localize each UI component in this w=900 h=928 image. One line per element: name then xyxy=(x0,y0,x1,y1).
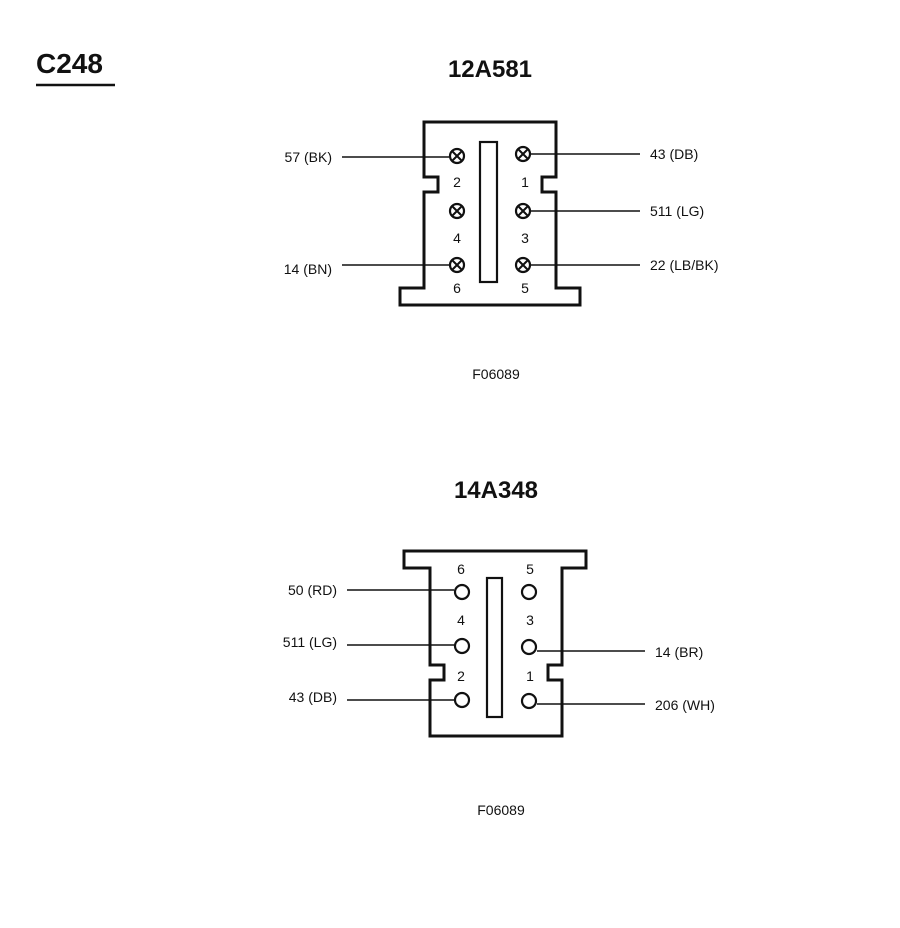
pin-number: 2 xyxy=(457,668,465,684)
polarizing-key xyxy=(485,576,504,719)
pin-number: 2 xyxy=(453,174,461,190)
pin-3: 3 xyxy=(520,612,538,656)
figure-code: F06089 xyxy=(477,802,525,818)
pin-cross xyxy=(517,205,529,217)
pin-1: 1 xyxy=(520,668,538,710)
pin-cross xyxy=(451,150,463,162)
pin-number: 3 xyxy=(526,612,534,628)
pin-2: 2 xyxy=(448,147,466,190)
connector-housing xyxy=(398,120,582,307)
pin-cross xyxy=(451,205,463,217)
pin-circle xyxy=(520,692,538,710)
pin-4: 4 xyxy=(448,202,466,246)
wire-label: 50 (RD) xyxy=(288,582,337,598)
pin-4: 4 xyxy=(453,612,471,655)
pin-2: 2 xyxy=(453,668,471,709)
wire-label: 14 (BR) xyxy=(655,644,703,660)
wire-label: 57 (BK) xyxy=(285,149,332,165)
pin-circle xyxy=(453,583,471,601)
pin-cross xyxy=(451,259,463,271)
pin-6: 6 xyxy=(453,561,471,601)
connector-14A348: 14A348 6 5 4 3 2 1 5 xyxy=(283,477,715,818)
pin-circle xyxy=(453,637,471,655)
pin-number: 5 xyxy=(526,561,534,577)
pin-5: 5 xyxy=(520,561,538,601)
connector-id: C248 xyxy=(36,48,103,79)
pin-cross xyxy=(517,259,529,271)
pin-number: 6 xyxy=(457,561,465,577)
pin-number: 1 xyxy=(521,174,529,190)
wire-label: 206 (WH) xyxy=(655,697,715,713)
pin-number: 1 xyxy=(526,668,534,684)
pin-circle xyxy=(453,691,471,709)
pin-5: 5 xyxy=(514,256,532,296)
wire-label: 511 (LG) xyxy=(283,634,337,650)
pin-3: 3 xyxy=(514,202,532,246)
polarizing-key xyxy=(478,140,499,284)
wire-label: 511 (LG) xyxy=(650,203,704,219)
pin-circle xyxy=(520,583,538,601)
pin-6: 6 xyxy=(448,256,466,296)
pin-number: 4 xyxy=(457,612,465,628)
connector-12A581: 12A581 2 1 4 3 xyxy=(284,56,719,382)
pin-circle xyxy=(520,638,538,656)
wire-label: 14 (BN) xyxy=(284,261,332,277)
figure-code: F06089 xyxy=(472,366,520,382)
part-number: 14A348 xyxy=(454,477,538,504)
pin-number: 4 xyxy=(453,230,461,246)
pin-number: 5 xyxy=(521,280,529,296)
wire-label: 43 (DB) xyxy=(650,146,698,162)
connector-housing xyxy=(402,549,588,738)
pin-cross xyxy=(517,148,529,160)
pin-1: 1 xyxy=(514,145,532,190)
wire-label: 43 (DB) xyxy=(289,689,337,705)
pin-number: 3 xyxy=(521,230,529,246)
pin-number: 6 xyxy=(453,280,461,296)
wire-label: 22 (LB/BK) xyxy=(650,257,718,273)
part-number: 12A581 xyxy=(448,56,532,83)
